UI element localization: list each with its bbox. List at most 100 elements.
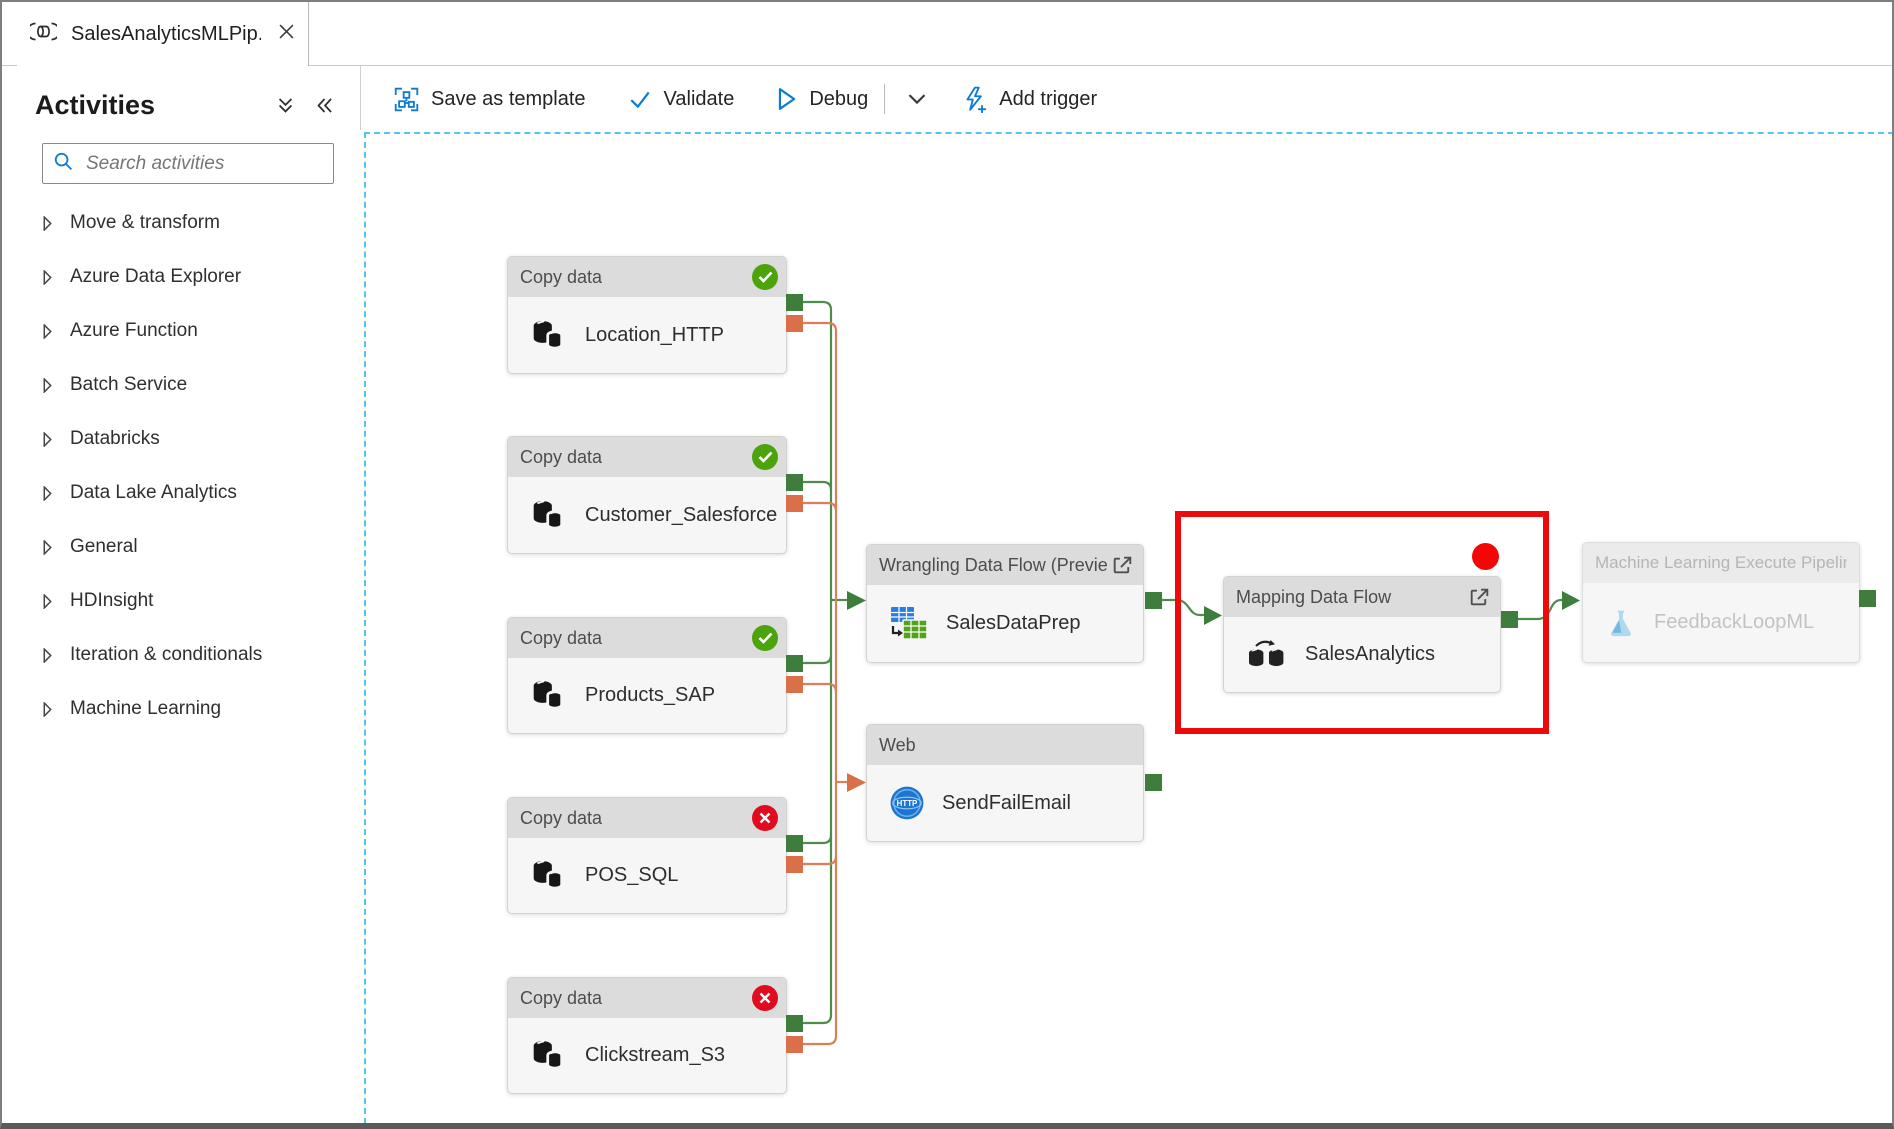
active-tab-connector bbox=[17, 65, 308, 67]
node-type-label: Copy data bbox=[520, 266, 603, 287]
node-name: SalesDataPrep bbox=[946, 612, 1081, 634]
output-failure-port[interactable] bbox=[786, 676, 803, 693]
expander-icon bbox=[42, 539, 53, 555]
sidebar-item-azure-data-explorer[interactable]: Azure Data Explorer bbox=[42, 250, 350, 304]
sidebar-item-machine-learning[interactable]: Machine Learning bbox=[42, 682, 350, 736]
node-type-label: Wrangling Data Flow (Preview bbox=[879, 554, 1107, 575]
close-icon[interactable] bbox=[279, 24, 294, 44]
copy-data-icon bbox=[530, 499, 568, 532]
node-header: Copy data bbox=[508, 798, 786, 838]
node-name: Clickstream_S3 bbox=[585, 1044, 726, 1066]
activity-node-clickstream-s3[interactable]: Copy data Clickstream_S3 bbox=[507, 977, 787, 1094]
ml-input-arrow bbox=[1562, 591, 1580, 610]
pipeline-tab[interactable]: SalesAnalyticsMLPip... bbox=[17, 2, 309, 66]
save-as-template-label: Save as template bbox=[431, 87, 586, 110]
sidebar-item-label: Azure Data Explorer bbox=[70, 266, 242, 287]
sidebar-item-label: Databricks bbox=[70, 428, 160, 449]
sidebar-divider bbox=[360, 66, 361, 130]
output-failure-port[interactable] bbox=[786, 1036, 803, 1053]
output-failure-port[interactable] bbox=[786, 315, 803, 332]
validate-label: Validate bbox=[663, 87, 735, 110]
node-header: Mapping Data Flow bbox=[1224, 577, 1500, 617]
activity-node-feedbackloopml[interactable]: Machine Learning Execute Pipeline Feedba… bbox=[1582, 542, 1860, 663]
sidebar-item-general[interactable]: General bbox=[42, 520, 350, 574]
machine-learning-flask-icon bbox=[1605, 607, 1637, 639]
pipeline-icon bbox=[26, 22, 61, 46]
open-dataflow-icon[interactable] bbox=[1467, 585, 1492, 610]
sidebar-item-hdinsight[interactable]: HDInsight bbox=[42, 574, 350, 628]
validate-button[interactable]: Validate bbox=[628, 87, 735, 111]
output-failure-port[interactable] bbox=[786, 495, 803, 512]
output-success-port[interactable] bbox=[1859, 590, 1876, 607]
output-success-port[interactable] bbox=[786, 835, 803, 852]
template-icon bbox=[394, 87, 419, 112]
output-success-port[interactable] bbox=[786, 655, 803, 672]
node-type-label: Machine Learning Execute Pipeline bbox=[1595, 553, 1847, 572]
sidebar-item-iteration-conditionals[interactable]: Iteration & conditionals bbox=[42, 628, 350, 682]
sidebar-item-data-lake-analytics[interactable]: Data Lake Analytics bbox=[42, 466, 350, 520]
node-type-label: Copy data bbox=[520, 987, 603, 1008]
output-failure-port[interactable] bbox=[786, 856, 803, 873]
node-header: Web bbox=[867, 725, 1143, 765]
node-header: Copy data bbox=[508, 257, 786, 297]
check-icon bbox=[628, 87, 652, 111]
node-type-label: Web bbox=[879, 734, 916, 755]
expander-icon bbox=[42, 647, 53, 663]
sidebar-item-azure-function[interactable]: Azure Function bbox=[42, 304, 350, 358]
add-trigger-label: Add trigger bbox=[999, 87, 1098, 110]
debug-options-chevron-icon[interactable] bbox=[907, 93, 927, 106]
debug-button[interactable]: Debug bbox=[776, 87, 868, 111]
node-name: Customer_Salesforce bbox=[585, 503, 778, 526]
search-input[interactable] bbox=[86, 152, 333, 175]
activity-node-salesanalytics[interactable]: Mapping Data Flow SalesAnalytics bbox=[1223, 576, 1501, 693]
sidebar-item-label: Data Lake Analytics bbox=[70, 482, 237, 503]
collapse-all-icon[interactable] bbox=[276, 96, 295, 115]
node-name: SalesAnalytics bbox=[1305, 643, 1436, 665]
node-header: Copy data bbox=[508, 618, 786, 658]
copy-data-icon bbox=[530, 679, 568, 712]
node-name: SendFailEmail bbox=[942, 791, 1071, 814]
play-icon bbox=[776, 87, 797, 111]
sidebar-item-label: Iteration & conditionals bbox=[70, 644, 263, 665]
output-success-port[interactable] bbox=[1501, 611, 1518, 628]
output-success-port[interactable] bbox=[1145, 592, 1162, 609]
success-badge-icon bbox=[752, 264, 778, 290]
activities-panel: Activities Move & tr bbox=[2, 66, 360, 1123]
expander-icon bbox=[42, 215, 53, 231]
activity-node-sendfailemail[interactable]: Web HTTP SendFailEmail bbox=[866, 724, 1144, 842]
node-type-label: Mapping Data Flow bbox=[1236, 586, 1392, 607]
node-type-label: Copy data bbox=[520, 807, 603, 828]
output-success-port[interactable] bbox=[786, 1015, 803, 1032]
node-header: Copy data bbox=[508, 437, 786, 477]
sidebar-item-batch-service[interactable]: Batch Service bbox=[42, 358, 350, 412]
pipeline-toolbar: Save as template Validate Debug bbox=[364, 66, 1892, 132]
node-name: Location_HTTP bbox=[585, 323, 724, 346]
open-dataflow-icon[interactable] bbox=[1110, 553, 1135, 578]
node-name: Products_SAP bbox=[585, 684, 716, 706]
error-badge-icon bbox=[752, 805, 778, 831]
save-as-template-button[interactable]: Save as template bbox=[394, 87, 586, 112]
expander-icon bbox=[42, 431, 53, 447]
activity-node-pos-sql[interactable]: Copy data POS_SQL bbox=[507, 797, 787, 914]
sidebar-item-move-transform[interactable]: Move & transform bbox=[42, 196, 350, 250]
collapse-panel-icon[interactable] bbox=[315, 96, 334, 115]
sidebar-item-label: Machine Learning bbox=[70, 698, 222, 719]
sidebar-item-label: Azure Function bbox=[70, 320, 198, 341]
mapping-dataflow-icon bbox=[1246, 639, 1288, 671]
toolbar-divider bbox=[884, 84, 886, 114]
sidebar-item-label: HDInsight bbox=[70, 590, 154, 611]
copy-data-icon bbox=[530, 1039, 568, 1072]
activity-node-products-sap[interactable]: Copy data Products_SAP bbox=[507, 617, 787, 734]
add-trigger-button[interactable]: Add trigger bbox=[963, 86, 1097, 113]
copy-data-icon bbox=[530, 859, 568, 892]
output-success-port[interactable] bbox=[786, 474, 803, 491]
sidebar-item-databricks[interactable]: Databricks bbox=[42, 412, 350, 466]
node-header: Wrangling Data Flow (Preview bbox=[867, 545, 1143, 585]
activity-node-customer-salesforce[interactable]: Copy data Customer_Salesforce bbox=[507, 436, 787, 554]
activity-node-salesdataprep[interactable]: Wrangling Data Flow (Preview Sal bbox=[866, 544, 1144, 663]
tab-title: SalesAnalyticsMLPip... bbox=[71, 22, 261, 45]
node-name: FeedbackLoopML bbox=[1654, 611, 1815, 633]
activity-node-location-http[interactable]: Copy data Location_HTTP bbox=[507, 256, 787, 374]
output-success-port[interactable] bbox=[786, 294, 803, 311]
output-success-port[interactable] bbox=[1145, 774, 1162, 791]
